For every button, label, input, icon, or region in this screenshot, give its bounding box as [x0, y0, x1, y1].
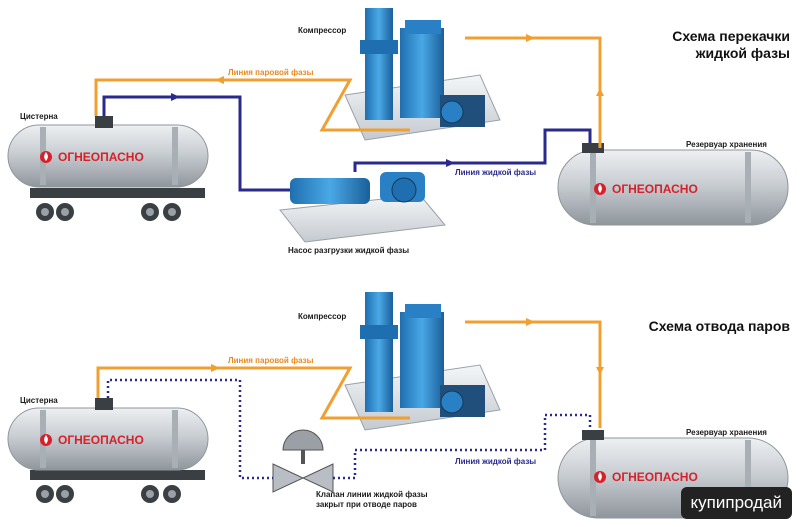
liquid-line-2-label: Линия жидкой фазы — [455, 457, 537, 466]
cistern-1 — [7, 116, 209, 221]
cistern-1-label: Цистерна — [20, 112, 58, 121]
liquid-line-2-left — [106, 378, 273, 480]
fire-icon — [40, 434, 52, 446]
compressor-1 — [344, 8, 501, 141]
pump-1-label: Насос разгрузки жидкой фазы — [288, 246, 410, 255]
vapor-line-1-right — [465, 36, 602, 148]
vapor-line-1-label: Линия паровой фазы — [228, 68, 314, 77]
cistern-2 — [7, 398, 209, 503]
arrow-icon — [596, 367, 604, 375]
diagram-2-title: Схема отвода паров — [648, 318, 790, 334]
arrow-icon — [526, 318, 535, 326]
arrow-icon — [446, 159, 455, 167]
compressor-2-label: Компрессор — [298, 312, 347, 321]
vapor-line-2-right — [465, 320, 602, 428]
pump-1 — [279, 172, 446, 243]
vapor-line-2-left — [96, 366, 410, 420]
arrow-icon — [211, 364, 220, 372]
cistern-1-tank-text: ОГНЕОПАСНО — [58, 150, 144, 164]
fire-icon — [594, 183, 606, 195]
compressor-2 — [344, 292, 501, 431]
diagram-1-title-line2: жидкой фазы — [695, 45, 790, 61]
cistern-2-tank-text: ОГНЕОПАСНО — [58, 433, 144, 447]
storage-tank-1 — [557, 143, 789, 226]
valve-icon — [272, 429, 334, 493]
storage-2-label: Резервуар хранения — [686, 428, 767, 437]
arrow-icon — [215, 76, 224, 84]
valve-label: Клапан линии жидкой фазы закрыт при отво… — [316, 490, 428, 510]
storage-1-tank-text: ОГНЕОПАСНО — [612, 182, 698, 196]
arrow-icon — [596, 88, 604, 96]
valve-label-line1: Клапан линии жидкой фазы — [316, 490, 428, 499]
fire-icon — [40, 151, 52, 163]
compressor-1-label: Компрессор — [298, 26, 347, 35]
arrow-icon — [526, 34, 535, 42]
liquid-line-1-left — [102, 95, 290, 192]
vapor-line-2-label: Линия паровой фазы — [228, 356, 314, 365]
storage-2-tank-text: ОГНЕОПАСНО — [612, 470, 698, 484]
diagram-1-title: Схема перекачки жидкой фазы — [672, 28, 790, 62]
vapor-line-1-left — [94, 78, 410, 132]
liquid-line-1-right — [353, 128, 592, 172]
arrow-icon — [171, 93, 180, 101]
fire-icon — [594, 471, 606, 483]
liquid-line-2-right — [333, 413, 592, 480]
liquid-line-1-label: Линия жидкой фазы — [455, 168, 537, 177]
watermark: купипродай — [680, 487, 792, 519]
valve-label-line2: закрыт при отводе паров — [316, 500, 417, 509]
storage-1-label: Резервуар хранения — [686, 140, 767, 149]
diagram-1-title-line1: Схема перекачки — [672, 28, 790, 44]
cistern-2-label: Цистерна — [20, 396, 58, 405]
